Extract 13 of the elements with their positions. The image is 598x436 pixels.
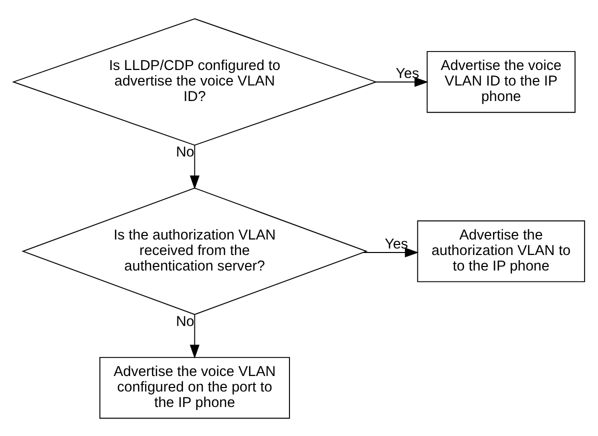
edge-label: Yes bbox=[396, 65, 420, 82]
node-box: Advertise the voice VLAN configured on the port to the IP phone bbox=[99, 356, 290, 418]
edge-label: No bbox=[176, 144, 194, 160]
node-diamond: Is LLDP/CDP configured to advertise the voice VLAN ID? bbox=[12, 18, 378, 146]
arrow bbox=[190, 144, 200, 189]
node-box: Advertise the authorization VLAN to to the IP phone bbox=[417, 220, 586, 282]
edge-label: Yes bbox=[384, 236, 408, 252]
edge-label: No bbox=[176, 313, 194, 330]
arrow bbox=[190, 314, 200, 358]
node-diamond: Is the authorization VLAN received from the authentication server? bbox=[22, 187, 368, 314]
arrow bbox=[376, 76, 428, 86]
node-box: Advertise the voice VLAN ID to the IP phone bbox=[426, 50, 576, 112]
arrow bbox=[363, 247, 419, 257]
